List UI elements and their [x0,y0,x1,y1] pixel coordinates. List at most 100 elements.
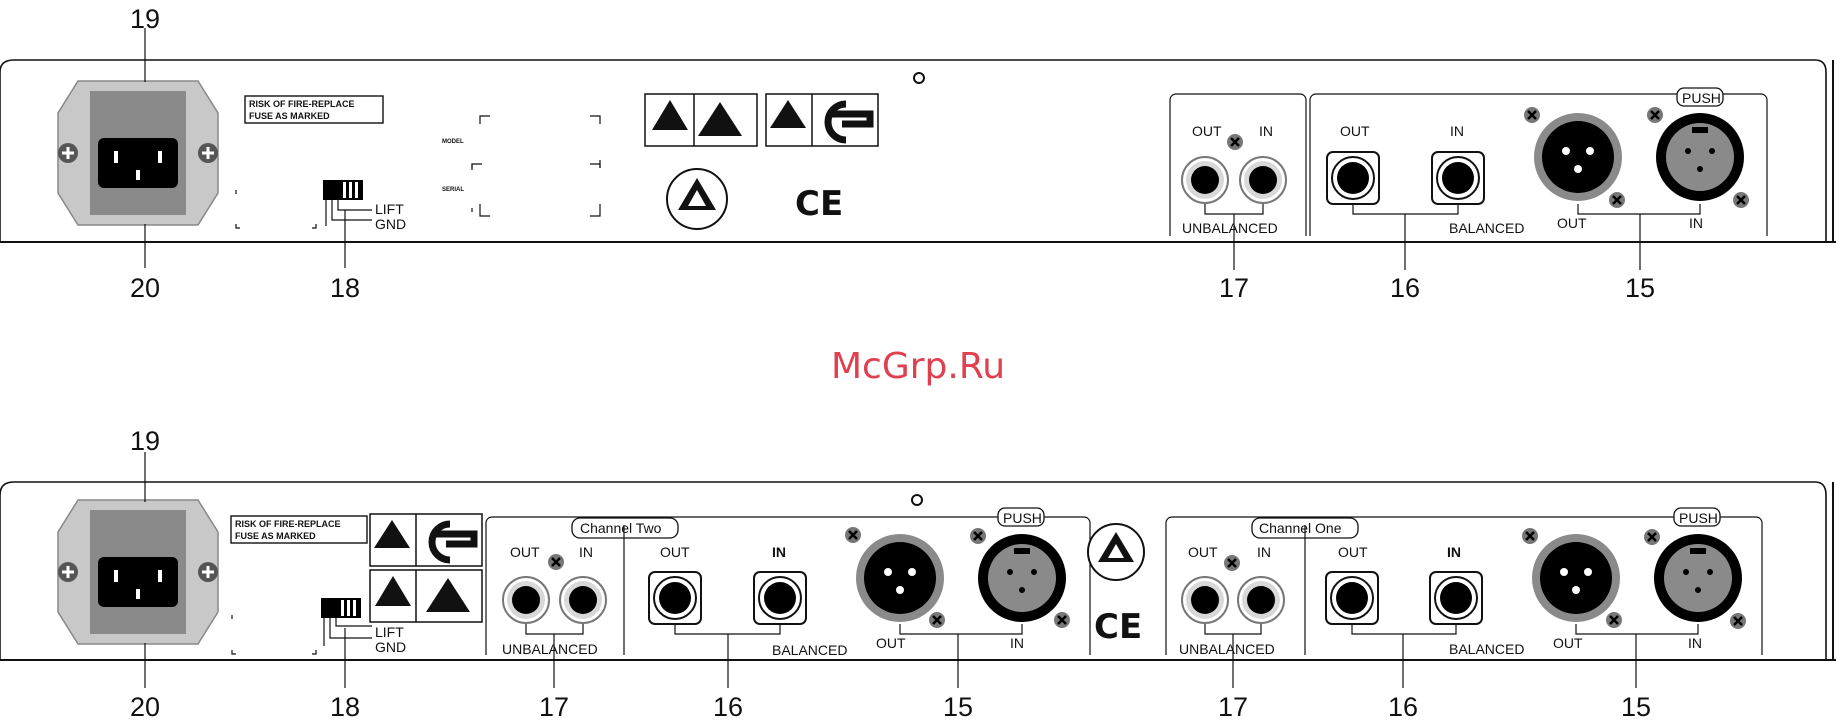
xlr-out-label: OUT [876,635,906,651]
channel-two-label: Channel Two [580,520,662,536]
balanced-in-jack[interactable] [753,571,807,625]
watermark: McGrp.Ru [831,346,1005,387]
balanced-out-jack[interactable] [648,571,702,625]
screw-icon [1522,105,1542,125]
channel-one-section: Channel One OUT IN UNBALANCED 17 OUT IN … [1165,507,1763,722]
xlr-in-connector[interactable] [978,534,1066,622]
callout-17: 17 [1219,273,1249,303]
ground-gnd-label: GND [375,639,406,655]
unbalanced-in-rca-jack[interactable] [1237,576,1285,624]
fuse-warning-line2: FUSE AS MARKED [235,531,316,541]
ground-lift-switch[interactable] [323,180,363,200]
screw-icon [1052,610,1072,630]
unbalanced-section-box [1169,93,1307,236]
bal-out-label: OUT [660,544,690,560]
unbalanced-label: UNBALANCED [1179,641,1275,657]
callout-17: 17 [1218,692,1248,722]
power-inlet-icon [56,79,220,227]
tuv-round-seal [666,168,728,230]
callout-15: 15 [1621,692,1651,722]
screw-icon [1222,553,1242,573]
ground-lift-label: LIFT [375,201,404,217]
unbal-out-label: OUT [510,544,540,560]
balanced-out-jack[interactable] [1326,151,1380,205]
callout-17: 17 [539,692,569,722]
xlr-out-label: OUT [1553,635,1583,651]
screw-icon [546,552,566,572]
serial-label: SERIAL [442,187,464,193]
bal-in-label: IN [1450,123,1464,139]
xlr-out-connector[interactable] [1534,113,1622,201]
unbal-in-label: IN [579,544,593,560]
screw-icon [1225,132,1245,152]
balanced-section-box [1309,93,1768,236]
xlr-out-connector[interactable] [1532,534,1620,622]
callout-16: 16 [1390,273,1420,303]
xlr-in-label: IN [1010,635,1024,651]
screw-icon [1604,610,1624,630]
xlr-in-connector[interactable] [1656,113,1744,201]
push-tab [1676,87,1724,107]
unbal-out-label: OUT [1188,544,1218,560]
screw-icon [1728,611,1748,631]
channel-two-section: Channel Two OUT IN UNBALANCED 17 OUT IN … [485,507,1091,722]
fuse-warning-box [244,95,384,124]
callout-16: 16 [1388,692,1418,722]
balanced-label: BALANCED [1449,641,1524,657]
push-label: PUSH [1003,510,1042,526]
fuse-warning-box [230,515,368,544]
callout-20: 20 [130,273,160,303]
xlr-in-connector[interactable] [1654,534,1742,622]
screw-icon [1520,526,1540,546]
bottom-rear-panel: 19 20 RISK OF FIRE-REPLACE FUSE AS MARKE… [0,426,1836,722]
push-label: PUSH [1682,90,1721,106]
top-rear-panel: 19 20 RISK OF FIRE-REPLACE FUSE AS MARKE… [0,4,1836,303]
unbalanced-in-rca-jack[interactable] [1239,156,1287,204]
unbalanced-in-rca-jack[interactable] [559,576,607,624]
screw-icon [968,526,988,546]
xlr-in-label: IN [1688,635,1702,651]
tuv-gs-mark [369,513,483,567]
bottom-panel-outline [0,481,1827,660]
unbalanced-out-rca-jack[interactable] [1181,576,1229,624]
bal-out-label: OUT [1340,123,1370,139]
unbalanced-out-rca-jack[interactable] [1181,156,1229,204]
callout-20: 20 [130,692,160,722]
unbal-out-label: OUT [1192,123,1222,139]
unbalanced-label: UNBALANCED [502,641,598,657]
xlr-out-connector[interactable] [856,534,944,622]
tuv-round-seal [1087,523,1145,581]
fuse-warning-line1: RISK OF FIRE-REPLACE [235,519,341,529]
fuse-warning-line1: RISK OF FIRE-REPLACE [249,99,355,109]
bal-out-label: OUT [1338,544,1368,560]
tuv-emc-mark [369,569,483,623]
balanced-out-jack[interactable] [1325,571,1379,625]
xlr-in-label: IN [1689,215,1703,231]
balanced-label: BALANCED [1449,220,1524,236]
callout-15: 15 [943,692,973,722]
mounting-hole [913,72,925,84]
balanced-in-jack[interactable] [1431,151,1485,205]
ground-lift-switch[interactable] [321,598,361,618]
model-label: MODEL [442,139,464,145]
callout-18: 18 [330,273,360,303]
screw-icon [927,610,947,630]
unbalanced-out-rca-jack[interactable] [502,576,550,624]
screw-icon [1607,190,1627,210]
balanced-in-jack[interactable] [1429,571,1483,625]
ce-mark: CE [1094,607,1142,647]
xlr-out-label: OUT [1557,215,1587,231]
callout-15: 15 [1625,273,1655,303]
screw-icon [843,525,863,545]
tuv-emc-mark [644,93,758,147]
callout-16: 16 [713,692,743,722]
push-label: PUSH [1679,510,1718,526]
fuse-warning-line2: FUSE AS MARKED [249,111,330,121]
ground-gnd-label: GND [375,216,406,232]
callout-19: 19 [130,4,160,34]
screw-icon [1642,527,1662,547]
screw-icon [1645,105,1665,125]
bal-in-label: IN [1447,544,1461,560]
channel-one-label: Channel One [1259,520,1342,536]
unbal-in-label: IN [1259,123,1273,139]
